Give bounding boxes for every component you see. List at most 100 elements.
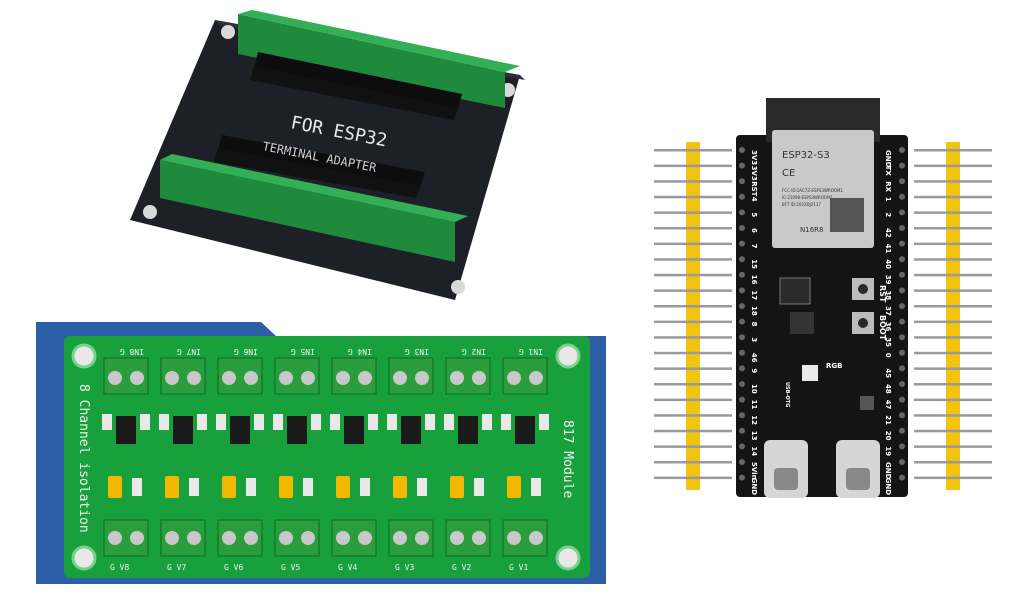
header-pin — [654, 351, 732, 355]
input-terminal-label: IN1 G — [519, 347, 543, 356]
input-terminal-label: IN2 G — [462, 347, 486, 356]
left-pin-label: 11 — [750, 400, 758, 410]
header-pin — [914, 227, 992, 230]
left-pin-label: GND — [750, 478, 758, 496]
top-screw-terminal-strip — [238, 10, 520, 108]
esp32-terminal-adapter-board: FOR ESP32 TERMINAL ADAPTER — [130, 10, 525, 300]
left-pin-label: 3V3 — [750, 166, 758, 181]
jumper — [222, 476, 236, 498]
isolation-side-label-left: 8 Channel isolation — [76, 384, 91, 533]
right-pin-label: 41 — [884, 244, 892, 254]
jumper — [165, 476, 179, 498]
header-pin — [654, 258, 732, 261]
esp32-s3-devkit-board: ESP32-S3 CE FCC ID:2AC7Z-ESPS3WROOM1 IC:… — [654, 98, 992, 498]
header-pin — [654, 476, 732, 480]
header-pin — [654, 445, 732, 448]
jumper — [393, 476, 407, 498]
right-pin-label: RX — [884, 181, 892, 192]
left-pin-label: 46 — [750, 353, 758, 363]
right-pin-label: 40 — [884, 259, 892, 269]
right-pin-label: 42 — [884, 228, 892, 238]
header-pin — [914, 398, 992, 402]
module-variant-label: N16R8 — [800, 226, 823, 234]
output-terminal-label: G V5 — [281, 563, 300, 572]
input-terminal-label: IN5 G — [291, 347, 315, 356]
header-pin — [654, 461, 732, 464]
jumper — [450, 476, 464, 498]
module-name-label: ESP32-S3 — [782, 150, 830, 161]
left-pin-label: 12 — [750, 415, 758, 425]
header-pin — [914, 273, 992, 277]
jumper — [279, 476, 293, 498]
input-terminal-label: IN7 G — [177, 347, 201, 356]
header-pin — [654, 164, 732, 168]
rgb-led-label: RGB — [826, 362, 842, 370]
optocoupler-chip — [287, 416, 307, 444]
left-pin-label: 6 — [750, 228, 758, 233]
left-pin-label: 16 — [750, 275, 758, 285]
header-pin — [654, 227, 732, 230]
left-pin-label: 17 — [750, 290, 758, 300]
header-pin — [654, 149, 732, 152]
header-pin — [654, 429, 732, 433]
header-pin — [654, 180, 732, 183]
right-pin-label: 47 — [884, 400, 892, 410]
left-pin-label: 4 — [750, 197, 758, 202]
header-pin — [654, 398, 732, 402]
left-pin-header — [654, 142, 732, 490]
jumper — [336, 476, 350, 498]
right-pin-label: GND — [884, 150, 892, 168]
optocoupler-chip — [344, 416, 364, 444]
header-pin — [654, 211, 732, 214]
header-pin — [914, 336, 992, 339]
header-pin — [654, 414, 732, 417]
isolation-side-label-right: 817 Module — [560, 420, 575, 498]
right-pin-label: 0 — [884, 353, 892, 358]
header-pin — [654, 320, 732, 324]
left-pin-label: 7 — [750, 244, 758, 249]
right-pin-label: TX — [884, 166, 892, 177]
jumper — [507, 476, 521, 498]
header-pin — [914, 289, 992, 292]
header-pin — [654, 367, 732, 370]
left-pin-label: 8 — [750, 322, 758, 327]
left-pin-label: 14 — [750, 446, 758, 456]
module-bft-text: BFT ID:2022DJ2117 — [782, 202, 821, 207]
usb-c-port-uart — [764, 440, 808, 498]
boot-button-label: BOOT — [878, 315, 887, 341]
left-pin-label: 5 — [750, 212, 758, 217]
header-pin — [914, 320, 992, 324]
bottom-screw-terminal-strip — [160, 154, 468, 262]
header-pin — [654, 195, 732, 199]
input-terminal-label: IN4 G — [348, 347, 372, 356]
ce-mark: CE — [782, 168, 795, 179]
right-pin-label: 37 — [884, 306, 892, 316]
header-pin — [654, 273, 732, 277]
output-terminal-label: G V8 — [110, 563, 129, 572]
left-pin-label: 10 — [750, 384, 758, 394]
right-pin-label: 35 — [884, 337, 892, 347]
header-pin — [914, 383, 992, 386]
header-pin — [654, 289, 732, 292]
input-terminal-label: IN3 G — [405, 347, 429, 356]
header-pin — [914, 180, 992, 183]
right-pin-label: 38 — [884, 290, 892, 300]
output-terminal-label: G V4 — [338, 563, 357, 572]
right-pin-header — [914, 142, 992, 490]
usb-c-port-otg — [836, 440, 880, 498]
right-pin-label: 1 — [884, 197, 892, 202]
header-pin — [914, 461, 992, 464]
left-pin-label: 18 — [750, 306, 758, 316]
right-pin-label: GND — [884, 478, 892, 496]
optocoupler-chip — [116, 416, 136, 444]
header-pin — [914, 445, 992, 448]
usb-otg-label: USB-OTG — [784, 382, 790, 407]
right-pin-label: 39 — [884, 275, 892, 285]
right-pin-label: GND — [884, 462, 892, 480]
header-pin — [914, 149, 992, 152]
optocoupler-chip — [173, 416, 193, 444]
module-fcc-text: FCC ID:2AC7Z-ESPS3WROOM1 — [782, 188, 843, 193]
left-pin-label: RST — [750, 181, 758, 196]
header-pin — [914, 367, 992, 370]
